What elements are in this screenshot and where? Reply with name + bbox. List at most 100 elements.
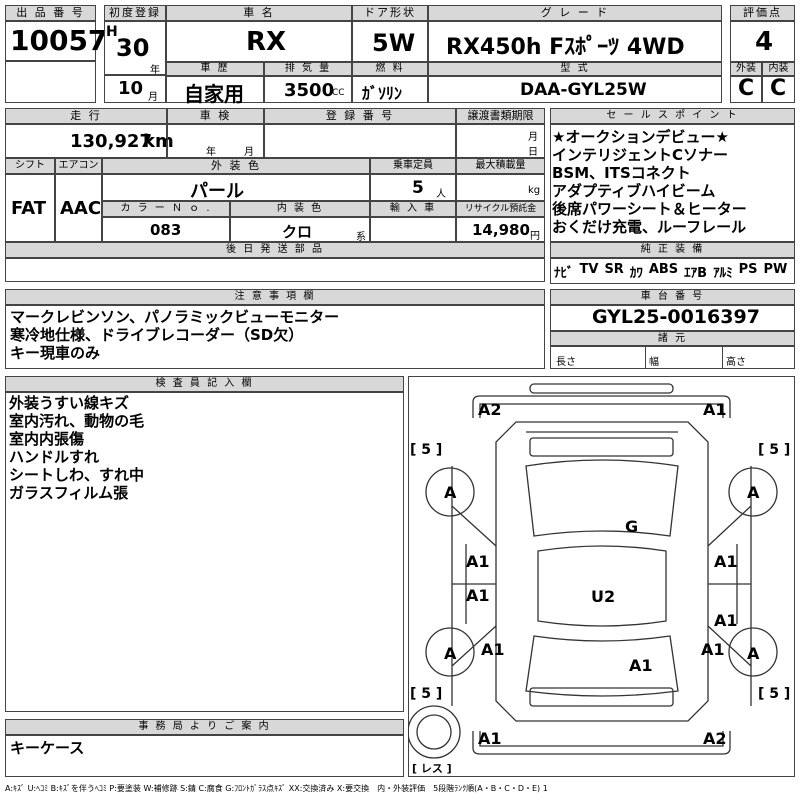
- damage-mark: A1: [478, 729, 502, 748]
- history-cell: [166, 76, 264, 103]
- spec-width-label: 幅: [649, 357, 659, 368]
- equipment-list: ﾅﾋﾞ TV SR ｶﾜ ABS ｴｱB ｱﾙﾐ PS PW: [554, 262, 787, 281]
- grade: RX450h Fｽﾎﾟｰﾂ 4WD: [446, 35, 685, 60]
- damage-mark: A2: [703, 729, 727, 748]
- equipment-item: ｶﾜ: [629, 266, 643, 281]
- door-type: 5W: [372, 29, 416, 57]
- equipment-item: PW: [763, 262, 788, 277]
- damage-mark: A1: [714, 611, 738, 630]
- chassis-number-label: 車 台 番 号: [550, 289, 795, 305]
- interior-score-label: 内装: [762, 62, 795, 76]
- sales-points-list: ★オークションデビュー★ インテリジェントCソナー BSM、ITSコネクト アダ…: [552, 128, 747, 236]
- history-label: 車 歴: [166, 62, 264, 76]
- sales-point: ★オークションデビュー★: [552, 128, 729, 146]
- chassis-number-cell: [550, 305, 795, 331]
- equipment-item: PS: [738, 262, 758, 277]
- door-type-label: ドア形状: [352, 5, 428, 21]
- capacity: 5: [412, 178, 424, 198]
- transfer-day-unit: 日: [528, 147, 538, 158]
- score: 4: [755, 27, 774, 57]
- chassis-number: GYL25-0016397: [592, 306, 760, 328]
- sales-point: BSM、ITSコネクト: [552, 164, 691, 182]
- equipment-item: ABS: [648, 262, 679, 277]
- mileage-cell: [5, 124, 167, 158]
- notes-list: マークレビンソン、パノラミックビューモニター 寒冷地仕様、ドライブレコーダー（S…: [10, 308, 339, 362]
- mileage-label: 走 行: [5, 108, 167, 124]
- recycle-label: リサイクル預託金: [456, 201, 545, 217]
- damage-mark: A1: [466, 586, 490, 605]
- fuel-label: 燃 料: [352, 62, 428, 76]
- tire-rear-right: [728, 627, 778, 677]
- damage-mark: A1: [714, 552, 738, 571]
- damage-mark: A: [747, 644, 760, 663]
- legend: A:ｷｽﾞ U:ﾍｺﾐ B:ｷｽﾞを伴うﾍｺﾐ P:要塗装 W:補修跡 S:錆 …: [5, 784, 548, 793]
- inspection-month-unit: 月: [244, 147, 254, 158]
- displacement-label: 排 気 量: [264, 62, 352, 76]
- registration-month-unit: 月: [148, 92, 158, 103]
- load-label: 最大積載量: [456, 158, 545, 174]
- sales-point: アダプティブハイビーム: [552, 182, 716, 200]
- damage-mark: U2: [591, 587, 615, 606]
- tire-front-left: [425, 467, 475, 517]
- rear-bumper: [472, 731, 731, 755]
- damage-mark: A: [444, 644, 457, 663]
- equipment-item: ﾅﾋﾞ: [554, 266, 574, 281]
- recycle-deposit: 14,980: [472, 221, 530, 239]
- lot-number-label: 出 品 番 号: [5, 5, 96, 21]
- damage-mark: A: [747, 483, 760, 502]
- plate-label: 登 録 番 号: [264, 108, 456, 124]
- displacement: 3500: [284, 80, 335, 101]
- registration-era: H: [106, 24, 118, 40]
- notes-cell: [5, 305, 545, 369]
- inspector-note: ガラスフィルム張: [9, 484, 129, 502]
- damage-mark: G: [625, 517, 638, 536]
- sales-point: おくだけ充電、ルーフレール: [552, 218, 747, 236]
- spare-tire-inner: [416, 714, 452, 750]
- interior-color-unit: 系: [356, 232, 366, 243]
- tire-rear-left: [425, 627, 475, 677]
- car-name-label: 車 名: [166, 5, 352, 21]
- displacement-unit: CC: [332, 88, 345, 98]
- fuel-cell: [352, 76, 428, 103]
- inspection-year-unit: 年: [206, 147, 216, 158]
- registration-year-unit: 年: [150, 65, 160, 76]
- model-cell: [428, 76, 722, 103]
- car-name-cell: [166, 21, 352, 62]
- damage-mark: A1: [466, 552, 490, 571]
- registration-month: 10: [118, 78, 144, 99]
- fuel: ｶﾞｿﾘﾝ: [362, 84, 403, 103]
- ac-label: エアコン: [55, 158, 102, 174]
- load-cell: [456, 174, 545, 201]
- office-info: キーケース: [10, 739, 85, 757]
- model-label: 型 式: [428, 62, 722, 76]
- exterior-color-cell: [102, 174, 370, 201]
- equipment-cell: [550, 258, 795, 284]
- door-type-cell: [352, 21, 428, 62]
- inspector-note: シートしわ、すれ中: [9, 466, 145, 484]
- interior-color-label: 内 装 色: [230, 201, 370, 217]
- exterior-score-cell: [730, 76, 762, 103]
- exterior-color: パール: [190, 181, 244, 202]
- sales-point: 後席パワーシート＆ヒーター: [552, 200, 747, 218]
- damage-mark: A1: [481, 640, 505, 659]
- spec-height-label: 高さ: [726, 357, 746, 368]
- office-info-cell: [5, 735, 404, 777]
- shift: FAT: [11, 198, 47, 219]
- shift-label: シフト: [5, 158, 55, 174]
- tire-tread-front-left: [ 5 ]: [410, 442, 442, 458]
- load-unit: kg: [528, 185, 541, 196]
- interior-score: C: [770, 76, 787, 101]
- capacity-unit: 人: [436, 189, 446, 200]
- equipment-item: ｱﾙﾐ: [713, 266, 733, 281]
- damage-mark: A1: [701, 640, 725, 659]
- damage-mark: A2: [478, 400, 502, 419]
- equipment-item: SR: [604, 262, 624, 277]
- inspection-label: 車 検: [167, 108, 264, 124]
- recycle-unit: 円: [530, 231, 540, 242]
- note-line: マークレビンソン、パノラミックビューモニター: [10, 308, 340, 326]
- car-body: [451, 421, 752, 722]
- registration-year-cell: [104, 21, 166, 75]
- exterior-score: C: [738, 76, 755, 101]
- inspector-notes-list: 外装うすい線キズ 室内汚れ、動物の毛 室内内張傷 ハンドルすれ シートしわ、すれ…: [9, 394, 144, 502]
- capacity-cell: [370, 174, 456, 201]
